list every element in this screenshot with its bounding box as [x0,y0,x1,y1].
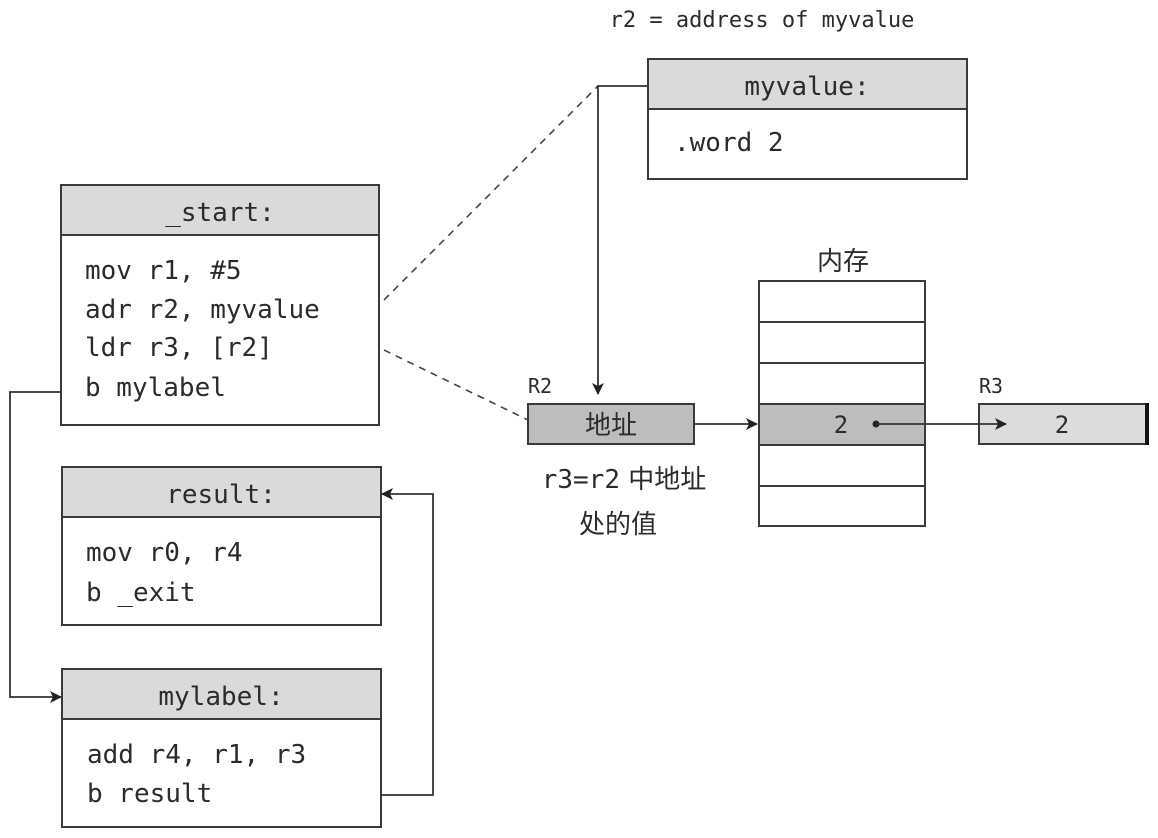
block-myvalue-line: .word 2 [674,128,784,158]
block-result-title: result: [166,480,276,510]
memory-cell [758,321,926,364]
r2-register [527,403,695,445]
caption-line1: r3=r2 中地址 [542,465,707,495]
r2-label: R2 [528,374,552,398]
memory-value: 2 [834,411,848,439]
block-result-body [61,516,382,626]
r2-value: 地址 [585,411,637,441]
arrow-b-result [381,488,434,796]
memory-cell [758,362,926,405]
block-myvalue-title: myvalue: [744,72,869,102]
block-start-title: _start: [165,198,275,228]
block-mylabel-line: b result [87,779,212,809]
block-myvalue: myvalue: .word 2 [647,58,968,180]
block-mylabel-body [61,718,382,828]
dashed-link-ldr [383,349,529,421]
caption-code: r3=r2 [542,465,620,495]
memory-cell [758,444,926,487]
arrow-address-to-r2 [592,85,648,395]
block-result-line: mov r0, r4 [86,538,243,568]
block-mylabel: mylabel: add r4, r1, r3 b result [61,668,382,828]
dashed-link-adr [383,85,599,301]
block-mylabel-header [61,668,382,720]
arrow-b-mylabel [9,391,62,703]
block-myvalue-body [647,108,968,180]
block-start-line: adr r2, myvalue [85,295,320,325]
r3-label: R3 [979,374,1003,398]
annotation-r2-address: r2 = address of myvalue [610,8,915,33]
block-start-body [60,234,380,426]
block-start-line: mov r1, #5 [85,256,242,286]
block-mylabel-line: add r4, r1, r3 [87,740,306,770]
caption-text: 中地址 [620,465,706,495]
r3-value: 2 [1055,411,1069,439]
memory-stack [758,280,926,527]
memory-title: 内存 [817,247,869,277]
memory-cell [758,280,926,323]
block-start: _start: mov r1, #5 adr r2, myvalue ldr r… [60,184,380,426]
r3-edge [1145,403,1149,445]
block-result: result: mov r0, r4 b _exit [61,466,382,626]
block-myvalue-header [647,58,968,110]
caption-line2: 处的值 [579,510,657,540]
block-mylabel-title: mylabel: [158,682,283,712]
block-result-line: b _exit [86,578,196,608]
memory-cell [758,485,926,527]
block-start-line: ldr r3, [r2] [85,333,273,363]
block-start-line: b mylabel [85,373,226,403]
